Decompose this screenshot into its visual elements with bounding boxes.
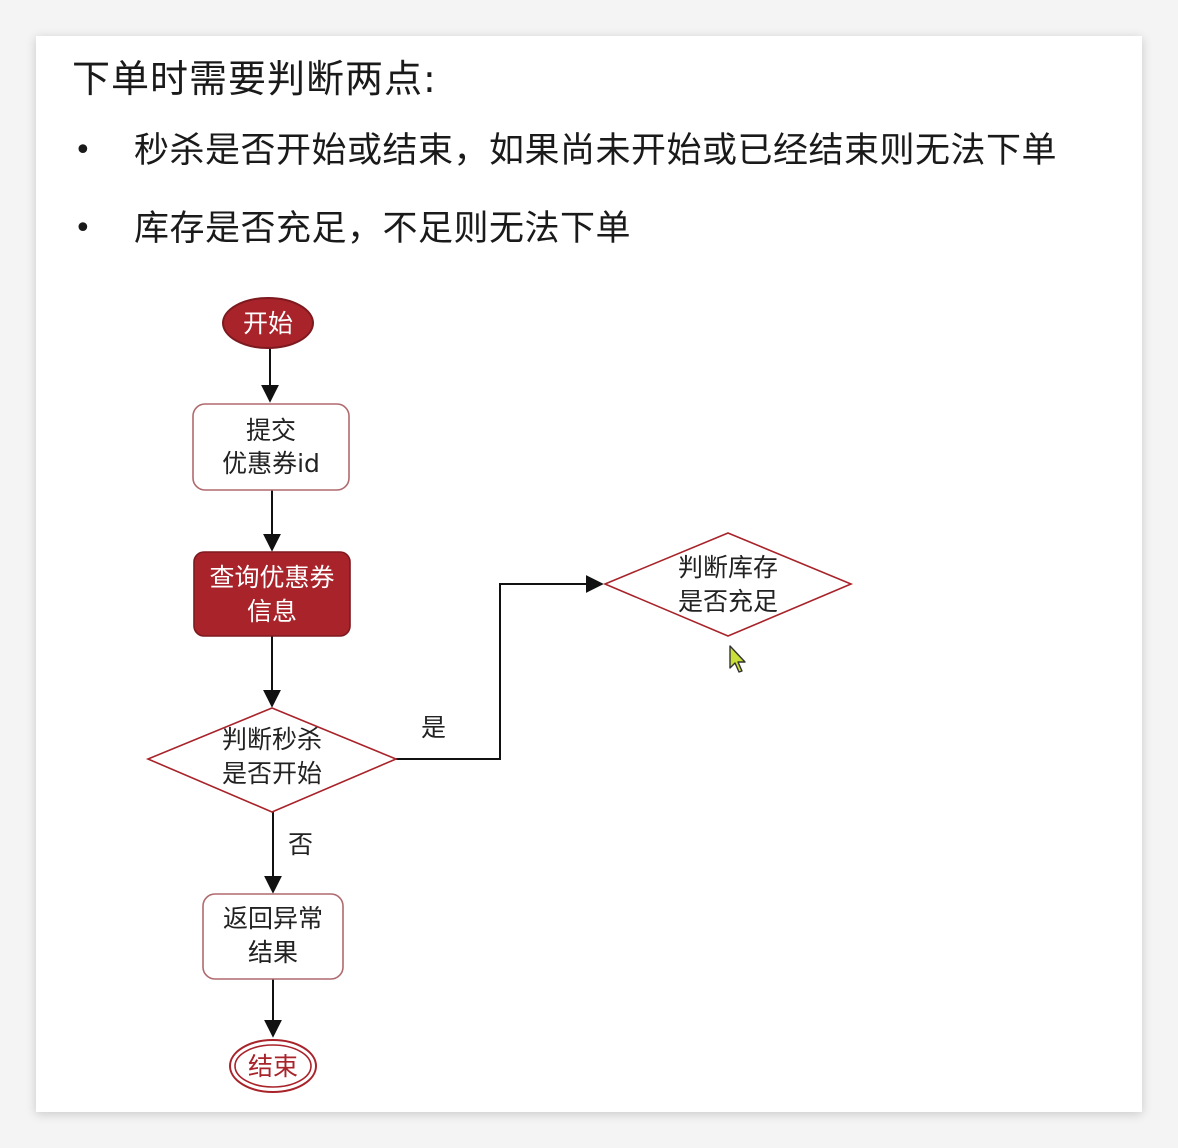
error-node-label-line2: 结果 — [248, 938, 298, 967]
submit-node-label-line1: 提交 — [246, 416, 296, 445]
edge-label-yes: 是 — [421, 713, 446, 742]
judge-stock-node — [602, 532, 854, 637]
bullet-text: 秒杀是否开始或结束，如果尚未开始或已经结束则无法下单 — [134, 131, 1058, 171]
judge-seckill-label-line2: 是否开始 — [222, 759, 322, 788]
end-node-inner-ring — [234, 1044, 312, 1088]
error-node — [202, 893, 344, 980]
bullet-item: • 秒杀是否开始或结束，如果尚未开始或已经结束则无法下单 — [66, 128, 1057, 206]
flowchart: 是 否 开始 提交 优惠券id 查询优惠券 信息 判断秒杀 是否开始 判断库存 … — [145, 297, 854, 1093]
judge-seckill-node — [145, 707, 399, 813]
judge-stock-label-line2: 是否充足 — [678, 587, 778, 616]
error-node-label-line1: 返回异常 — [223, 904, 323, 933]
start-node — [222, 297, 314, 349]
bullet-dot: • — [74, 133, 93, 168]
query-node-label-line1: 查询优惠券 — [209, 563, 334, 592]
bullet-list: • 秒杀是否开始或结束，如果尚未开始或已经结束则无法下单 • 库存是否充足，不足… — [66, 128, 1057, 284]
mouse-pointer-icon — [729, 645, 746, 673]
bullet-text: 库存是否充足，不足则无法下单 — [134, 209, 632, 249]
judge-stock-label-line1: 判断库存 — [678, 553, 778, 582]
query-node-label-line2: 信息 — [247, 597, 297, 626]
bullet-dot: • — [74, 211, 93, 246]
submit-node-label-line2: 优惠券id — [222, 449, 320, 478]
bullet-item: • 库存是否充足，不足则无法下单 — [66, 206, 1057, 284]
judge-seckill-label-line1: 判断秒杀 — [222, 725, 322, 754]
submit-node — [192, 403, 350, 491]
end-node-label: 结束 — [248, 1052, 298, 1081]
slide-title: 下单时需要判断两点: — [72, 57, 437, 101]
start-node-label: 开始 — [243, 309, 293, 338]
edge-label-no: 否 — [288, 830, 313, 859]
edge-judge-stock-yes — [396, 575, 604, 760]
slide: 下单时需要判断两点: • 秒杀是否开始或结束，如果尚未开始或已经结束则无法下单 … — [36, 36, 1142, 1112]
end-node — [229, 1039, 317, 1093]
query-node — [193, 551, 351, 637]
